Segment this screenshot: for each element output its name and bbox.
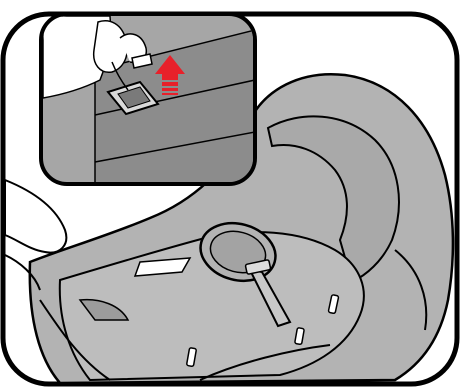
magnified-detail-icon xyxy=(41,14,255,185)
